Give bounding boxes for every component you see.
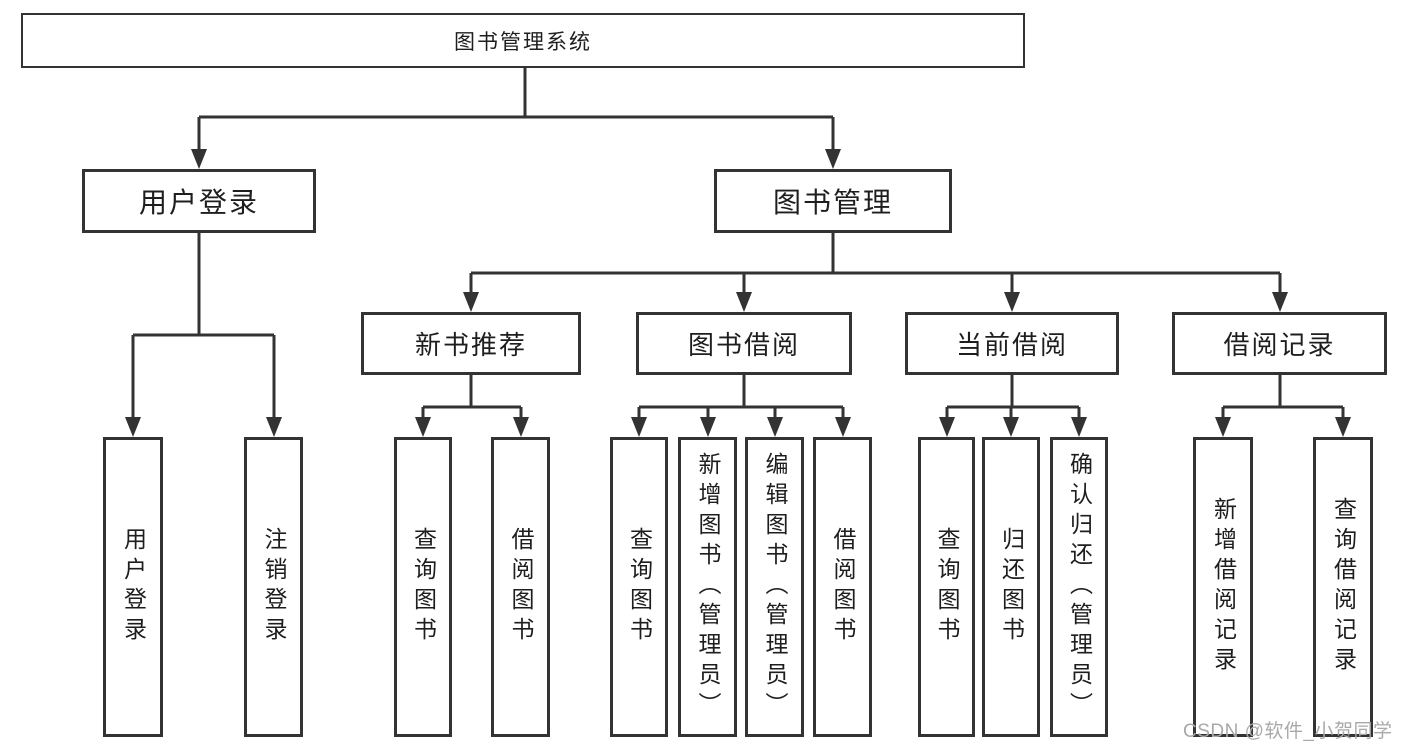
node-new-book-rec-label: 新书推荐 [414, 330, 527, 360]
node-root: 图书管理系统 [21, 13, 1025, 68]
node-user-login-label: 用户登录 [138, 187, 259, 218]
connector-arrowheads [125, 149, 1351, 437]
leaf-logout: 注销登录 [244, 437, 303, 737]
leaf-user-login-label: 用户登录 [120, 527, 147, 647]
node-current-borrow: 当前借阅 [905, 312, 1119, 375]
leaf-return-book-label: 归还图书 [998, 527, 1025, 647]
node-new-book-rec: 新书推荐 [361, 312, 581, 375]
node-borrow-records-label: 借阅记录 [1223, 330, 1336, 360]
leaf-query-book-current-label: 查询图书 [934, 527, 960, 647]
leaf-edit-book: 编辑图书（管理员） [745, 437, 804, 737]
connector-paths [131, 68, 1345, 418]
leaf-query-book-borrow-label: 查询图书 [626, 527, 653, 647]
node-current-borrow-label: 当前借阅 [955, 330, 1068, 360]
leaf-query-book-current: 查询图书 [918, 437, 975, 737]
leaf-borrow-book-label: 借阅图书 [830, 527, 856, 647]
leaf-logout-label: 注销登录 [261, 527, 287, 647]
leaf-add-record-label: 新增借阅记录 [1210, 497, 1237, 677]
leaf-query-book-rec-label: 查询图书 [410, 527, 437, 647]
leaf-query-book-rec: 查询图书 [394, 437, 452, 737]
leaf-query-book-borrow: 查询图书 [610, 437, 668, 737]
leaf-add-record: 新增借阅记录 [1193, 437, 1253, 737]
leaf-return-book: 归还图书 [982, 437, 1040, 737]
node-book-mgmt: 图书管理 [714, 169, 952, 233]
node-book-mgmt-label: 图书管理 [772, 187, 893, 218]
leaf-confirm-return: 确认归还（管理员） [1050, 437, 1108, 737]
node-root-label: 图书管理系统 [454, 30, 592, 54]
leaf-query-record: 查询借阅记录 [1313, 437, 1373, 737]
node-borrow-records: 借阅记录 [1172, 312, 1387, 375]
leaf-query-record-label: 查询借阅记录 [1330, 497, 1357, 677]
leaf-borrow-book-rec-label: 借阅图书 [508, 527, 534, 647]
leaf-confirm-return-label: 确认归还（管理员） [1066, 452, 1093, 722]
leaf-borrow-book-rec: 借阅图书 [491, 437, 550, 737]
node-book-borrow: 图书借阅 [636, 312, 852, 375]
node-user-login: 用户登录 [82, 169, 316, 233]
node-book-borrow-label: 图书借阅 [687, 330, 800, 360]
leaf-add-book-label: 新增图书（管理员） [695, 452, 721, 722]
csdn-watermark: CSDN @软件_小贺同学 [1183, 721, 1393, 742]
leaf-edit-book-label: 编辑图书（管理员） [762, 452, 788, 722]
leaf-user-login: 用户登录 [103, 437, 163, 737]
leaf-add-book: 新增图书（管理员） [678, 437, 737, 737]
leaf-borrow-book: 借阅图书 [813, 437, 872, 737]
